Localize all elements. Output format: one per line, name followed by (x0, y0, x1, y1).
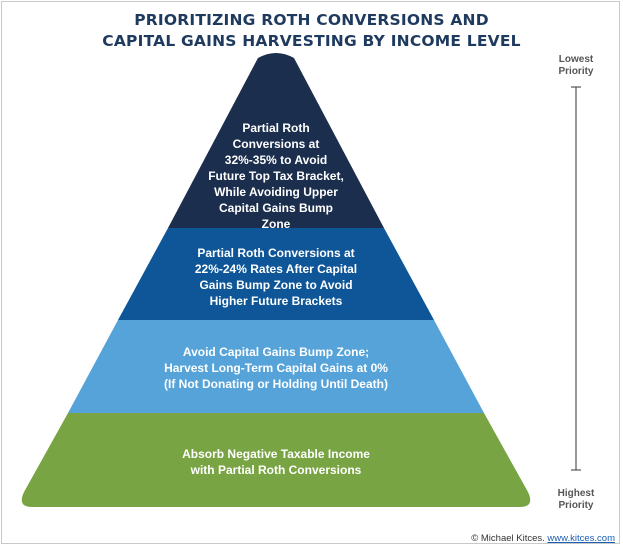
credit-text: © Michael Kitces. (471, 533, 548, 544)
tier-label-line: Partial Roth (242, 121, 310, 135)
copyright-credit: © Michael Kitces. www.kitces.com (471, 533, 615, 544)
lowest-priority-line-1: Lowest (558, 54, 594, 65)
tier-label-line: Gains Bump Zone to Avoid (199, 278, 353, 292)
highest-priority-label: Highest Priority (531, 488, 621, 512)
title-line-2: CAPITAL GAINS HARVESTING BY INCOME LEVEL (102, 32, 521, 50)
tier-upper-middle-label: Partial Roth Conversions at 22%-24% Rates… (176, 245, 376, 309)
tier-label-line: 22%-24% Rates After Capital (194, 262, 358, 276)
tier-base-label: Absorb Negative Taxable Income with Parti… (126, 446, 426, 478)
tier-label-line: Partial Roth Conversions at (197, 246, 355, 260)
tier-label-line: Higher Future Brackets (209, 294, 343, 308)
diagram-title: PRIORITIZING ROTH CONVERSIONS AND CAPITA… (0, 10, 623, 52)
tier-label-line: Zone (261, 217, 291, 231)
pyramid-tier-lower-middle (68, 320, 484, 413)
pyramid-tier-upper-middle (118, 228, 434, 320)
tier-label-line: Harvest Long-Term Capital Gains at 0% (164, 361, 388, 375)
tier-label-line: (If Not Donating or Holding Until Death) (164, 377, 388, 391)
tier-label-line: Conversions at (232, 137, 320, 151)
tier-label-line: While Avoiding Upper (214, 185, 338, 199)
tier-label-line: 32%-35% to Avoid (224, 153, 328, 167)
pyramid-tier-top (168, 53, 384, 228)
pyramid-tier-base (21, 413, 531, 507)
tier-label-line: Future Top Tax Bracket, (208, 169, 344, 183)
highest-priority-line-1: Highest (557, 488, 595, 499)
lowest-priority-label: Lowest Priority (531, 54, 621, 78)
title-line-1: PRIORITIZING ROTH CONVERSIONS AND (134, 11, 489, 29)
tier-label-line: Capital Gains Bump (218, 201, 334, 215)
lowest-priority-line-2: Priority (558, 66, 594, 77)
tier-label-line: Absorb Negative Taxable Income (182, 447, 370, 461)
tier-lower-middle-label: Avoid Capital Gains Bump Zone; Harvest Lo… (126, 344, 426, 392)
highest-priority-line-2: Priority (558, 500, 594, 511)
kitces-link[interactable]: www.kitces.com (547, 533, 615, 544)
tier-label-line: with Partial Roth Conversions (190, 463, 362, 477)
tier-label-line: Avoid Capital Gains Bump Zone; (182, 345, 370, 359)
